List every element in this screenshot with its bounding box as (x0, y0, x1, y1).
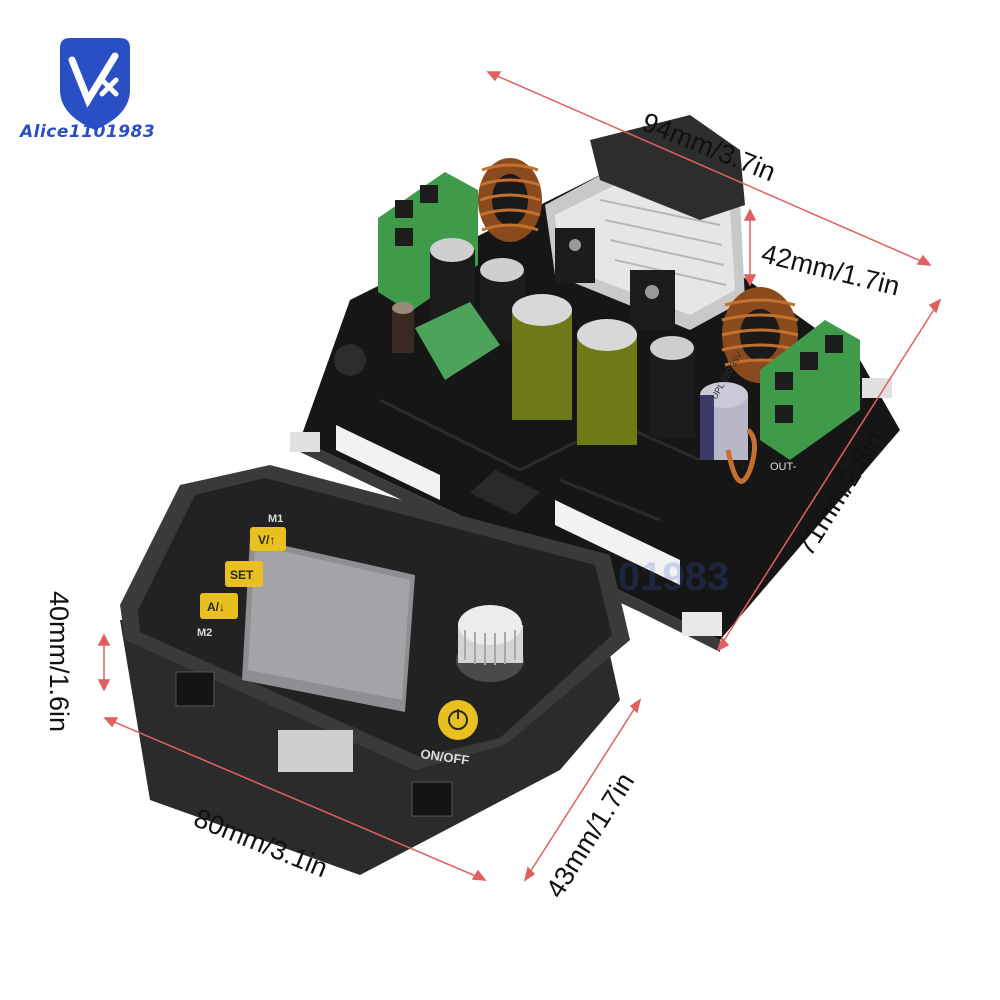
connector (555, 500, 680, 585)
output-terminal-block (760, 320, 860, 460)
v-up-button-label: V/↑ (258, 533, 275, 547)
m2-label: M2 (197, 627, 212, 639)
capacitor (392, 302, 414, 353)
small-inductor (334, 344, 366, 376)
power-button[interactable] (438, 700, 478, 740)
standoff (290, 432, 320, 452)
mounting-clip (175, 671, 215, 707)
connector (336, 425, 440, 500)
set-button[interactable]: SET (225, 561, 263, 587)
power-label: ON/OFF (420, 746, 471, 768)
mosfet (555, 228, 595, 283)
dimension-line-panel-depth (524, 699, 641, 881)
mounting-clip (411, 781, 453, 817)
sensor-module (415, 302, 500, 380)
a-down-button[interactable]: A/↓ (200, 593, 238, 619)
capacitor (700, 382, 748, 460)
microcontroller-chip (470, 470, 540, 515)
panel-height-label: 40mm/1.6in (44, 590, 75, 733)
logo-shield-icon (60, 38, 130, 130)
m1-label: M1 (268, 513, 283, 525)
dimension-line-board-width (487, 71, 931, 266)
a-down-button-label: A/↓ (207, 600, 225, 614)
rotary-knob[interactable] (456, 605, 524, 682)
standoff (682, 612, 722, 636)
mosfet (630, 270, 675, 330)
shunt-wire (725, 428, 757, 484)
dimension-line-board-depth (717, 299, 941, 651)
capacitor (650, 336, 695, 438)
inductor-coil (478, 158, 542, 242)
dimension-lines (97, 71, 942, 882)
standoff (862, 378, 892, 398)
logo-text: Alice1101983 (20, 122, 156, 142)
out-label: OUT- (770, 461, 797, 473)
v-up-button[interactable]: V/↑ (250, 527, 286, 551)
dimension-line-panel-width (104, 717, 486, 881)
brand-logo: Alice1101983 (20, 30, 170, 150)
set-button-label: SET (230, 568, 254, 582)
capacitor (512, 294, 572, 420)
heat-sink (545, 115, 745, 330)
panel-connector (278, 730, 353, 772)
capacitor (577, 319, 637, 445)
